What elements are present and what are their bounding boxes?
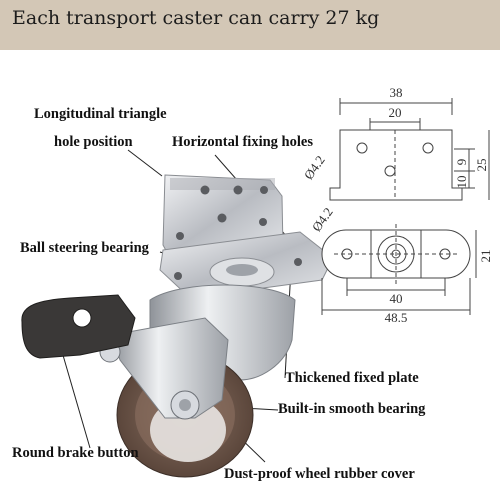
brake-hole (72, 308, 92, 328)
dim-9: 9 (454, 159, 469, 166)
plate-hole (259, 218, 267, 226)
dim-10: 10 (454, 176, 469, 189)
dim-48-5: 48.5 (385, 310, 408, 325)
plate-hole (233, 185, 243, 195)
dim-phi-top: Ø4.2 (301, 153, 328, 183)
plate-hole (217, 213, 227, 223)
dim-38: 38 (390, 85, 403, 100)
label-brake-button: Round brake button (12, 445, 139, 461)
label-horizontal-fixing: Horizontal fixing holes (172, 134, 313, 150)
dim-21: 21 (478, 250, 493, 263)
label-rubber-cover: Dust-proof wheel rubber cover (224, 466, 415, 482)
dim-40: 40 (390, 291, 403, 306)
drawing-bottom (321, 224, 477, 315)
plate-hole (200, 185, 210, 195)
dim-20: 20 (389, 105, 402, 120)
dim-phi-bottom: Ø4.2 (309, 205, 336, 235)
banner-title: Each transport caster can carry 27 kg (12, 7, 380, 29)
caster-product (21, 174, 334, 478)
plate-hole (176, 232, 184, 240)
label-ball-steering: Ball steering bearing (20, 240, 149, 256)
label-longitudinal-1: Longitudinal triangle (34, 106, 167, 122)
drawing-top (329, 98, 490, 201)
label-smooth-bearing: Built-in smooth bearing (278, 401, 426, 417)
fork-leg (111, 317, 229, 419)
label-longitudinal-2: hole position (54, 134, 133, 150)
dim-25: 25 (474, 159, 489, 172)
plate-hole (260, 186, 268, 194)
label-thickened-plate: Thickened fixed plate (285, 370, 419, 386)
title-banner: Each transport caster can carry 27 kg (0, 0, 500, 50)
